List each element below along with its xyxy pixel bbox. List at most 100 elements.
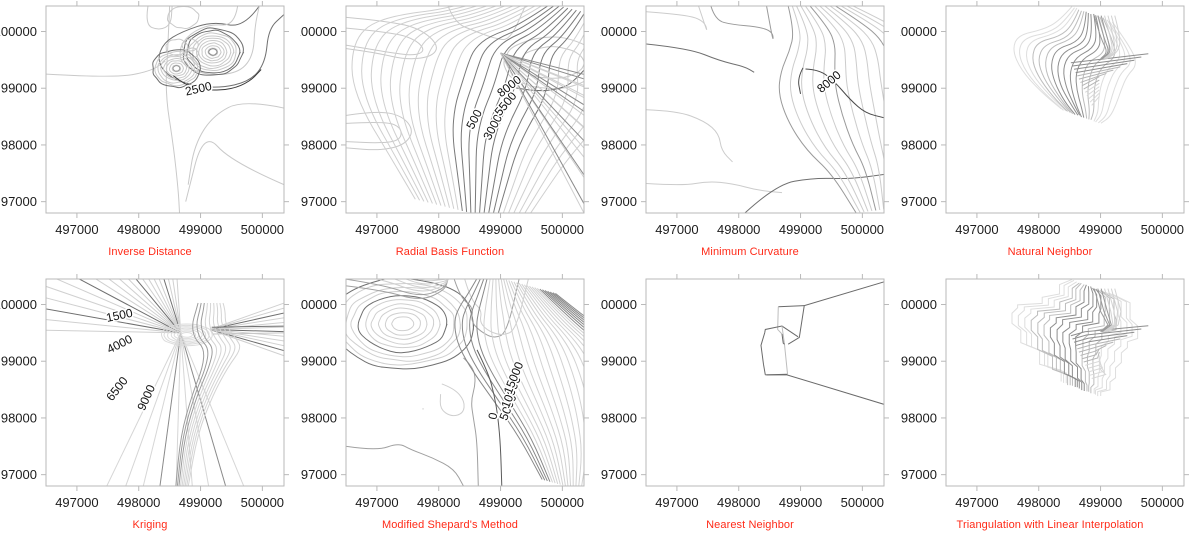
- x-tick-label: 498000: [117, 222, 160, 237]
- y-tick-label: 99000: [301, 81, 337, 96]
- panel-title: Modified Shepard's Method: [381, 519, 519, 531]
- y-tick-label: 98000: [601, 137, 637, 152]
- contour-plot-svg: 1000009900098000970004970004980004990005…: [900, 274, 1189, 510]
- y-tick-label: 97000: [601, 467, 637, 482]
- contour-plot-svg: 1500150040004000650065009000900010000099…: [0, 274, 289, 510]
- plot-frame: [345, 278, 585, 487]
- x-tick-label: 499000: [179, 222, 222, 237]
- y-tick-label: 99000: [901, 354, 937, 369]
- tick-labels: 1000009900098000970004970004980004990005…: [0, 297, 284, 510]
- axis-ticks: [941, 274, 1189, 491]
- y-tick-label: 99000: [601, 354, 637, 369]
- contour-panel-1: 2500250010000099000980009700049700049800…: [0, 0, 300, 273]
- x-tick-label: 497000: [655, 495, 698, 510]
- x-tick-label: 497000: [955, 222, 998, 237]
- x-tick-label: 498000: [117, 495, 160, 510]
- svg-text:4000: 4000: [105, 332, 135, 357]
- svg-text:9000: 9000: [134, 382, 158, 412]
- x-tick-label: 500000: [241, 222, 284, 237]
- svg-text:500: 500: [463, 107, 485, 132]
- contour-lines: [46, 279, 284, 486]
- x-tick-label: 500000: [541, 495, 584, 510]
- axis-ticks: [341, 1, 589, 218]
- contour-plot-svg: 1000009900098000970004970004980004990005…: [600, 274, 889, 510]
- svg-text:8000: 8000: [814, 68, 844, 96]
- axis-ticks: [941, 1, 1189, 218]
- y-tick-label: 100000: [600, 24, 637, 39]
- x-tick-label: 497000: [55, 222, 98, 237]
- contour-plot-svg: 2500250010000099000980009700049700049800…: [0, 1, 289, 237]
- x-tick-label: 499000: [179, 495, 222, 510]
- axis-ticks: [341, 274, 589, 491]
- plot-frame: [45, 278, 285, 487]
- tick-labels: 1000009900098000970004970004980004990005…: [900, 297, 1184, 510]
- x-tick-label: 499000: [1079, 222, 1122, 237]
- axis-ticks: [641, 1, 889, 218]
- axis-ticks: [41, 1, 289, 218]
- svg-text:1500: 1500: [105, 306, 134, 325]
- x-tick-label: 497000: [355, 495, 398, 510]
- y-tick-label: 97000: [301, 194, 337, 209]
- contour-plot-svg: 5005003000300055005500800080001000009900…: [300, 1, 589, 237]
- tick-labels: 1000009900098000970004970004980004990005…: [600, 297, 884, 510]
- panel-title: Nearest Neighbor: [706, 519, 794, 531]
- x-tick-label: 497000: [955, 495, 998, 510]
- x-tick-label: 499000: [479, 495, 522, 510]
- x-tick-label: 499000: [779, 222, 822, 237]
- svg-text:2500: 2500: [184, 79, 213, 99]
- y-tick-label: 99000: [1, 81, 37, 96]
- contour-lines: [760, 281, 884, 405]
- x-tick-label: 500000: [841, 222, 884, 237]
- svg-text:6500: 6500: [103, 374, 131, 404]
- x-tick-label: 500000: [541, 222, 584, 237]
- x-tick-label: 498000: [717, 495, 760, 510]
- tick-labels: 1000009900098000970004970004980004990005…: [600, 24, 884, 237]
- x-tick-label: 499000: [479, 222, 522, 237]
- tick-labels: 1000009900098000970004970004980004990005…: [900, 24, 1184, 237]
- y-tick-label: 98000: [301, 137, 337, 152]
- x-tick-label: 500000: [241, 495, 284, 510]
- panel-title: Minimum Curvature: [701, 246, 799, 258]
- panel-title: Radial Basis Function: [395, 246, 505, 258]
- contour-lines: [46, 6, 284, 213]
- tick-labels: 1000009900098000970004970004980004990005…: [300, 24, 584, 237]
- contour-plot-svg: 8000800010000099000980009700049700049800…: [600, 1, 889, 237]
- x-tick-label: 498000: [1017, 495, 1060, 510]
- y-tick-label: 97000: [601, 194, 637, 209]
- panel-title: Triangulation with Linear Interpolation: [956, 519, 1144, 531]
- x-tick-label: 498000: [417, 495, 460, 510]
- y-tick-label: 99000: [301, 354, 337, 369]
- x-tick-label: 499000: [1079, 495, 1122, 510]
- plot-frame: [945, 5, 1185, 214]
- x-tick-label: 499000: [779, 495, 822, 510]
- y-tick-label: 99000: [601, 81, 637, 96]
- y-tick-label: 100000: [900, 24, 937, 39]
- tick-labels: 1000009900098000970004970004980004990005…: [300, 297, 584, 510]
- contour-panel-3: 8000800010000099000980009700049700049800…: [600, 0, 900, 273]
- y-tick-label: 97000: [1, 194, 37, 209]
- y-tick-label: 98000: [1, 410, 37, 425]
- x-tick-label: 500000: [1141, 495, 1184, 510]
- contour-panel-6: 0050005000100001000015000150001000009900…: [300, 273, 600, 546]
- plot-frame: [645, 5, 885, 214]
- contour-lines: [346, 279, 584, 486]
- x-tick-label: 498000: [717, 222, 760, 237]
- y-tick-label: 98000: [1, 137, 37, 152]
- y-tick-label: 100000: [300, 297, 337, 312]
- x-tick-label: 497000: [355, 222, 398, 237]
- axis-ticks: [41, 274, 289, 491]
- contour-panel-2: 5005003000300055005500800080001000009900…: [300, 0, 600, 273]
- contour-lines: [1011, 279, 1149, 397]
- axis-ticks: [641, 274, 889, 491]
- x-tick-label: 500000: [1141, 222, 1184, 237]
- y-tick-label: 98000: [901, 137, 937, 152]
- plot-frame: [345, 5, 585, 214]
- contour-plot-svg: 1000009900098000970004970004980004990005…: [900, 1, 1189, 237]
- panel-title: Natural Neighbor: [1007, 246, 1093, 258]
